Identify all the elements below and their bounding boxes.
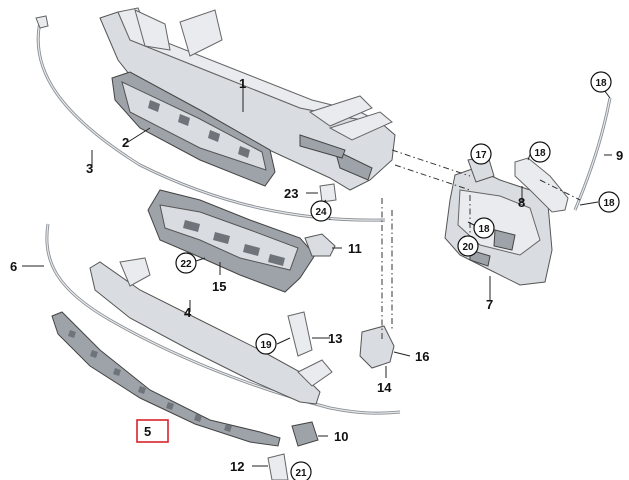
part-label-16: 16 (415, 349, 429, 364)
part-1-bumper-carrier (99, 7, 396, 191)
highlight-box (136, 419, 169, 443)
part-13-bracket (287, 311, 313, 357)
part-9-side-strip (573, 97, 612, 211)
svg-text:21: 21 (295, 468, 307, 479)
part-label-6: 6 (10, 259, 17, 274)
part-23-clip (319, 183, 337, 203)
part-label-1: 1 (239, 76, 246, 91)
circle-label-18d: 18 (473, 217, 495, 239)
part-3-trim-strip (35, 15, 386, 222)
part-label-12: 12 (230, 459, 244, 474)
part-label-23: 23 (284, 186, 298, 201)
part-11-bracket (304, 233, 336, 257)
part-label-11: 11 (348, 241, 362, 256)
part-label-14: 14 (377, 380, 392, 395)
part-label-5: 5 (144, 424, 151, 439)
circle-label-19: 19 (255, 333, 277, 355)
part-10-clip (291, 421, 319, 447)
part-label-3: 3 (86, 161, 93, 176)
highlighted-part-5: 5 (136, 419, 169, 443)
part-label-7: 7 (486, 297, 493, 312)
circle-label-21: 21 (290, 461, 312, 480)
circle-label-17: 17 (470, 143, 492, 165)
part-label-15: 15 (212, 279, 226, 294)
svg-text:18: 18 (478, 224, 490, 235)
circle-label-24: 24 (310, 200, 332, 222)
part-5-lower-grille (51, 311, 281, 447)
part-12-bracket (267, 453, 289, 480)
part-15-lower-frame (147, 189, 316, 293)
svg-text:17: 17 (475, 150, 487, 161)
svg-text:20: 20 (462, 242, 474, 253)
part-6-lower-strip (45, 223, 401, 415)
part-4-lower-beam (89, 257, 333, 405)
circled-number-labels: 17 18 18 18 18 19 20 21 (175, 71, 620, 480)
part-14-holder (359, 325, 395, 369)
svg-text:22: 22 (180, 259, 192, 270)
circle-label-18b: 18 (529, 141, 551, 163)
assembly-dash-lines (327, 149, 581, 340)
circle-label-22: 22 (175, 252, 197, 274)
part-label-13: 13 (328, 331, 342, 346)
circle-label-20: 20 (457, 235, 479, 257)
svg-text:18: 18 (595, 78, 607, 89)
part-8-bracket (514, 157, 569, 213)
part-number-labels: 1 2 3 4 6 7 8 9 10 11 12 13 14 15 16 (10, 76, 623, 474)
circle-label-18c: 18 (598, 191, 620, 213)
part-label-2: 2 (122, 135, 129, 150)
part-label-8: 8 (518, 195, 525, 210)
svg-text:19: 19 (260, 340, 272, 351)
part-label-9: 9 (616, 148, 623, 163)
part-2-energy-absorber (111, 71, 276, 187)
svg-text:24: 24 (315, 207, 327, 218)
part-label-10: 10 (334, 429, 348, 444)
svg-text:18: 18 (534, 148, 546, 159)
circle-label-18a: 18 (590, 71, 612, 93)
part-label-4: 4 (184, 305, 192, 320)
svg-text:18: 18 (603, 198, 615, 209)
